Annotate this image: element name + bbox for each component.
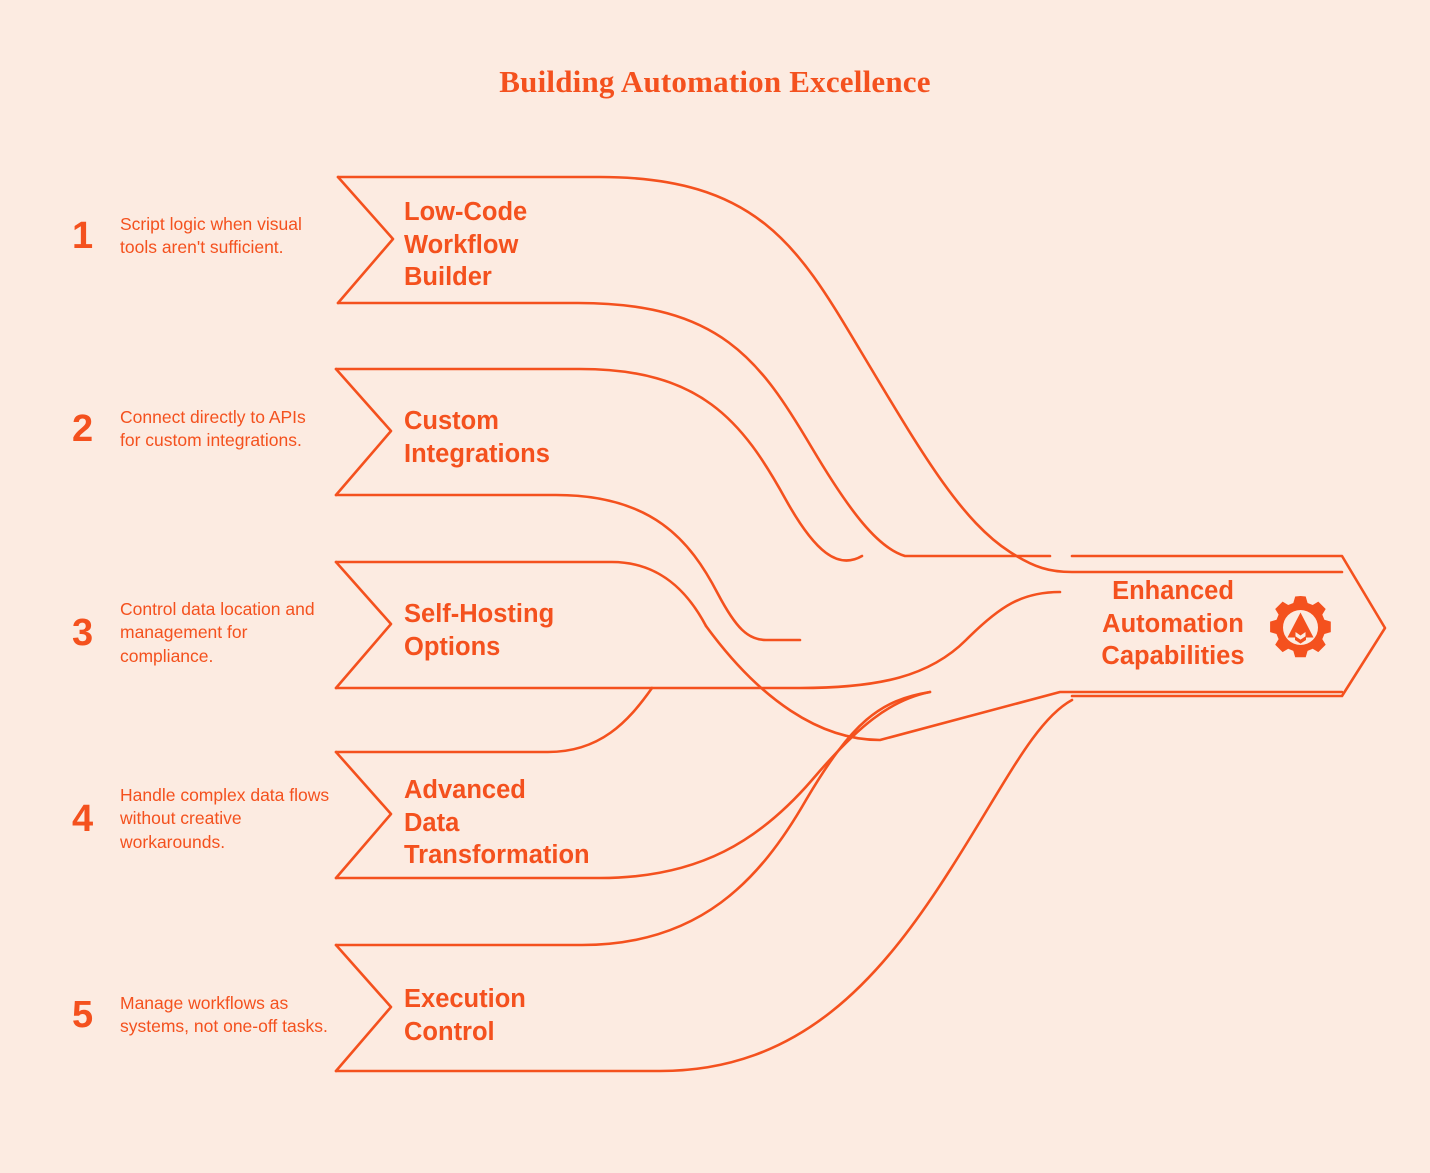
- gear-rocket-icon: [1270, 596, 1331, 658]
- band-4-top-rail: [334, 686, 654, 754]
- step-description-1: Script logic when visual tools aren't su…: [120, 214, 302, 258]
- outcome-node: Enhanced Automation Capabilities: [1090, 575, 1360, 673]
- band-1-top-edge: [336, 175, 395, 305]
- band-5-bottom-rail: [334, 698, 1074, 1073]
- band-3-to-outcome-lower: [704, 624, 1344, 742]
- step-row-4: 4 Handle complex data flows without crea…: [72, 784, 340, 854]
- step-row-1: 1 Script logic when visual tools aren't …: [72, 213, 340, 260]
- step-row-3: 3 Control data location and management f…: [72, 598, 340, 668]
- step-row-2: 2 Connect directly to APIs for custom in…: [72, 406, 340, 453]
- step-description-4: Handle complex data flows without creati…: [120, 785, 330, 852]
- band-3-top-rail: [334, 560, 708, 628]
- node-label-1: Low-Code Workflow Builder: [404, 198, 528, 292]
- step-number-2: 2: [72, 408, 94, 451]
- node-label-4: Advanced Data Transformation: [404, 776, 590, 870]
- page-title: Building Automation Excellence: [499, 64, 931, 99]
- node-label-5: Execution Control: [404, 985, 526, 1046]
- step-description-5: Manage workflows as systems, not one-off…: [120, 993, 328, 1037]
- step-number-5: 5: [72, 994, 94, 1037]
- band-2-bottom-rail: [334, 493, 802, 642]
- outcome-chevron-outline: [1070, 554, 1387, 698]
- step-description-3: Control data location and management for…: [120, 599, 315, 666]
- band-4-notch: [334, 750, 393, 880]
- node-label-2: Custom Integrations: [404, 407, 550, 468]
- outcome-label: Enhanced Automation Capabilities: [1101, 577, 1245, 671]
- band-3-bottom-rail: [334, 590, 1062, 690]
- step-number-1: 1: [72, 215, 94, 258]
- step-row-5: 5 Manage workflows as systems, not one-o…: [72, 992, 340, 1039]
- step-number-3: 3: [72, 611, 94, 654]
- band-5-top-rail: [334, 690, 932, 947]
- band-1-top-rail: [336, 175, 1344, 574]
- step-number-4: 4: [72, 797, 94, 840]
- band-2-top-rail: [334, 367, 864, 562]
- band-3-notch: [334, 560, 393, 690]
- node-label-3: Self-Hosting Options: [404, 600, 555, 661]
- band-5-notch: [334, 943, 393, 1073]
- step-description-2: Connect directly to APIs for custom inte…: [120, 407, 306, 451]
- band-4-bottom-rail: [334, 690, 932, 880]
- band-1-bottom-rail: [336, 301, 1052, 558]
- band-2-notch: [334, 367, 393, 497]
